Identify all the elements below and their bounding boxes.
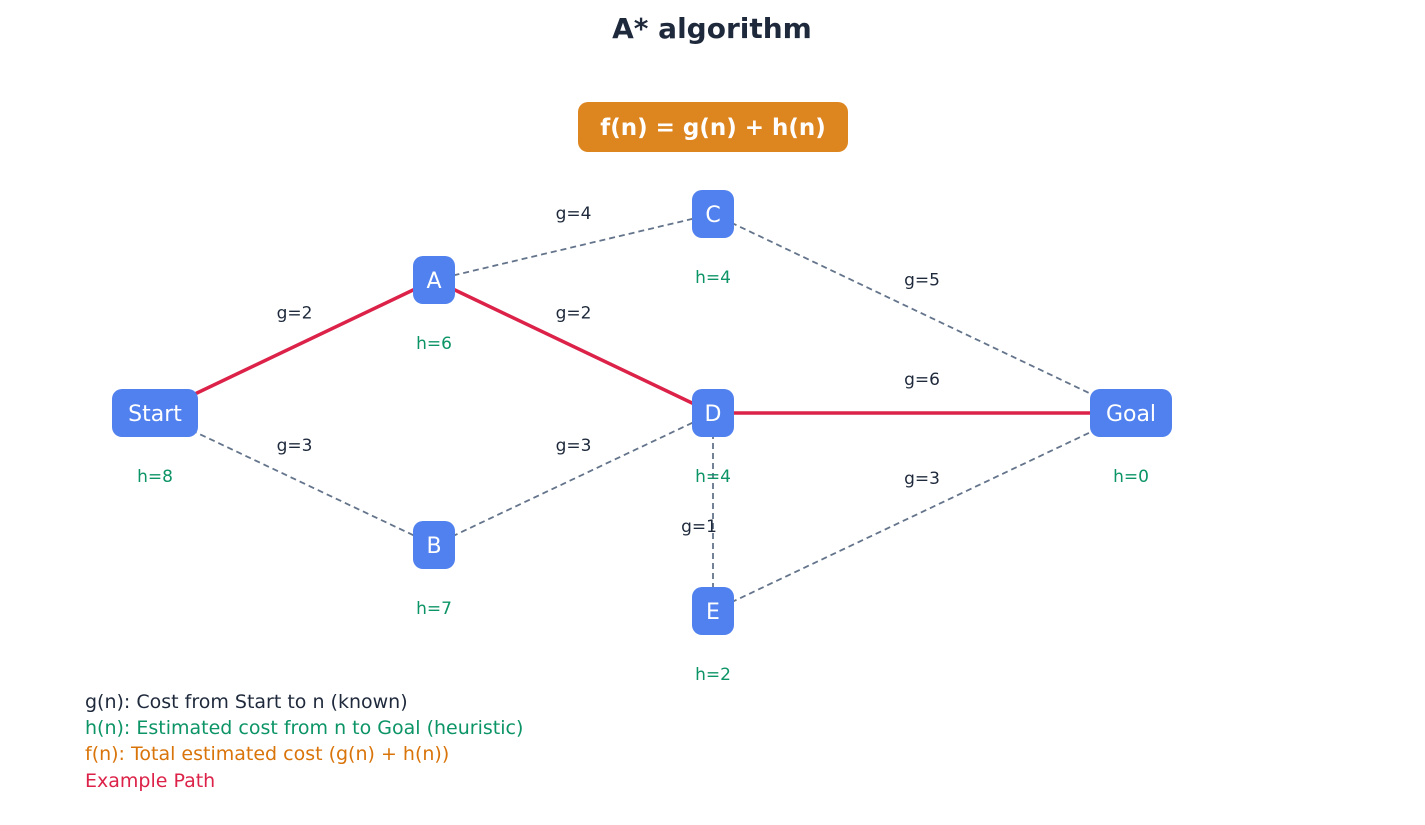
edge-labels-layer: g=2 g=3 g=4 g=2 g=3 g=5 g=6 g=1 g=3 [277, 204, 940, 537]
edge-start-a [154, 278, 435, 415]
node-label-goal: Goal [1106, 402, 1156, 427]
node-box-start [112, 389, 198, 437]
node-heuristic-a: h=6 [416, 334, 452, 354]
edge-label-a-d: g=2 [556, 304, 592, 324]
node-box-e [692, 587, 734, 635]
node-label-c: C [705, 203, 720, 228]
node-box-a [413, 256, 455, 304]
edge-label-e-goal: g=3 [904, 469, 940, 489]
formula-text: f(n) = g(n) + h(n) [600, 115, 826, 141]
formula-background [578, 102, 848, 152]
node-label-start: Start [128, 402, 182, 427]
edges-layer [154, 213, 1132, 612]
legend-f-total: f(n): Total estimated cost (g(n) + h(n)) [85, 743, 449, 765]
node-heuristic-c: h=4 [695, 268, 731, 288]
edge-a-d [433, 278, 714, 415]
legend-example-path: Example Path [85, 770, 215, 792]
node-label-e: E [706, 600, 720, 625]
legend-h-heuristic: h(n): Estimated cost from n to Goal (heu… [85, 717, 523, 739]
edge-label-start-b: g=3 [277, 436, 313, 456]
edge-label-b-d: g=3 [556, 436, 592, 456]
edge-b-d [433, 412, 714, 546]
node-b: Bh=7 [413, 521, 455, 619]
node-label-d: D [705, 402, 722, 427]
edge-label-d-goal: g=6 [904, 370, 940, 390]
node-start: Start h=8 [112, 389, 198, 487]
node-box-b [413, 521, 455, 569]
node-heuristic-b: h=7 [416, 599, 452, 619]
node-box-goal [1090, 389, 1172, 437]
node-e: Eh=2 [692, 587, 734, 685]
node-label-a: A [426, 269, 441, 294]
node-a: Ah=6 [413, 256, 455, 354]
edge-label-c-goal: g=5 [904, 271, 940, 291]
node-d: Dh=4 [692, 389, 734, 487]
node-heuristic-goal: h=0 [1113, 467, 1149, 487]
node-box-c [692, 190, 734, 238]
edge-label-a-c: g=4 [556, 204, 592, 224]
edge-start-b [154, 412, 435, 546]
edge-label-d-e: g=1 [681, 517, 717, 537]
node-heuristic-start: h=8 [137, 467, 173, 487]
formula-box: f(n) = g(n) + h(n) [578, 102, 848, 152]
node-label-b: B [426, 534, 441, 559]
edge-c-goal [712, 213, 1132, 414]
legend-g-cost: g(n): Cost from Start to n (known) [85, 691, 408, 713]
node-heuristic-d: h=4 [695, 467, 731, 487]
edge-e-goal [712, 412, 1132, 612]
node-box-d [692, 389, 734, 437]
node-goal: Goal h=0 [1090, 389, 1172, 487]
edge-label-start-a: g=2 [277, 304, 313, 324]
node-c: Ch=4 [692, 190, 734, 288]
legend: g(n): Cost from Start to n (known) h(n):… [85, 691, 523, 792]
edge-a-c [433, 213, 714, 281]
diagram-title: A* algorithm [612, 12, 812, 45]
node-heuristic-e: h=2 [695, 665, 731, 685]
